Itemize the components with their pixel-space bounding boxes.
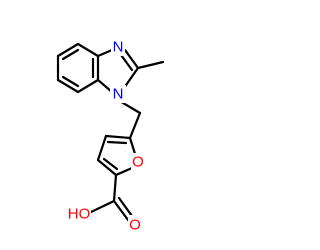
bond-c2-cooh	[112, 173, 118, 203]
bond-furan-c2-o	[114, 166, 134, 177]
atom-label-hydroxyl: HO	[68, 206, 91, 223]
bond-benzene-4	[76, 78, 100, 94]
bond-n3-c2-double	[119, 53, 134, 72]
bond-c2-methyl	[136, 60, 165, 70]
bond-benzene-2	[76, 42, 100, 58]
bond-furan-c5-c4-double	[106, 140, 128, 145]
bond-benzene-1	[56, 42, 80, 58]
bond-benzene-5	[56, 78, 80, 94]
bond-furan-c3-c2-double	[102, 157, 119, 171]
bond-c3a-n3	[96, 48, 114, 58]
atom-label-n3: N	[113, 39, 124, 56]
atom-label-ring-oxygen: O	[132, 154, 144, 171]
atom-label-carbonyl-oxygen: O	[129, 217, 141, 234]
bond-benzene-inner-3	[61, 75, 80, 88]
atom-labels: N N O O HO	[67, 38, 145, 234]
bond-ch2-furan	[128, 111, 142, 140]
bond-c-o-carbonyl	[112, 199, 130, 222]
bond-furan-c3-c2	[96, 158, 118, 177]
bond-n3-c2	[123, 48, 140, 70]
atom-label-n1: N	[113, 86, 124, 103]
bond-c2-n1	[122, 66, 140, 90]
bonds	[56, 42, 165, 222]
molecule-structure-diagram: N N O O HO	[56, 38, 165, 234]
bond-c-oh	[89, 199, 116, 214]
bond-n1-c7a	[96, 78, 114, 94]
bond-c-o-carbonyl-double	[117, 196, 134, 218]
bond-benzene-inner-1	[61, 48, 80, 61]
bond-furan-c5-c4	[104, 134, 132, 140]
bond-furan-c4-c3	[96, 134, 108, 162]
